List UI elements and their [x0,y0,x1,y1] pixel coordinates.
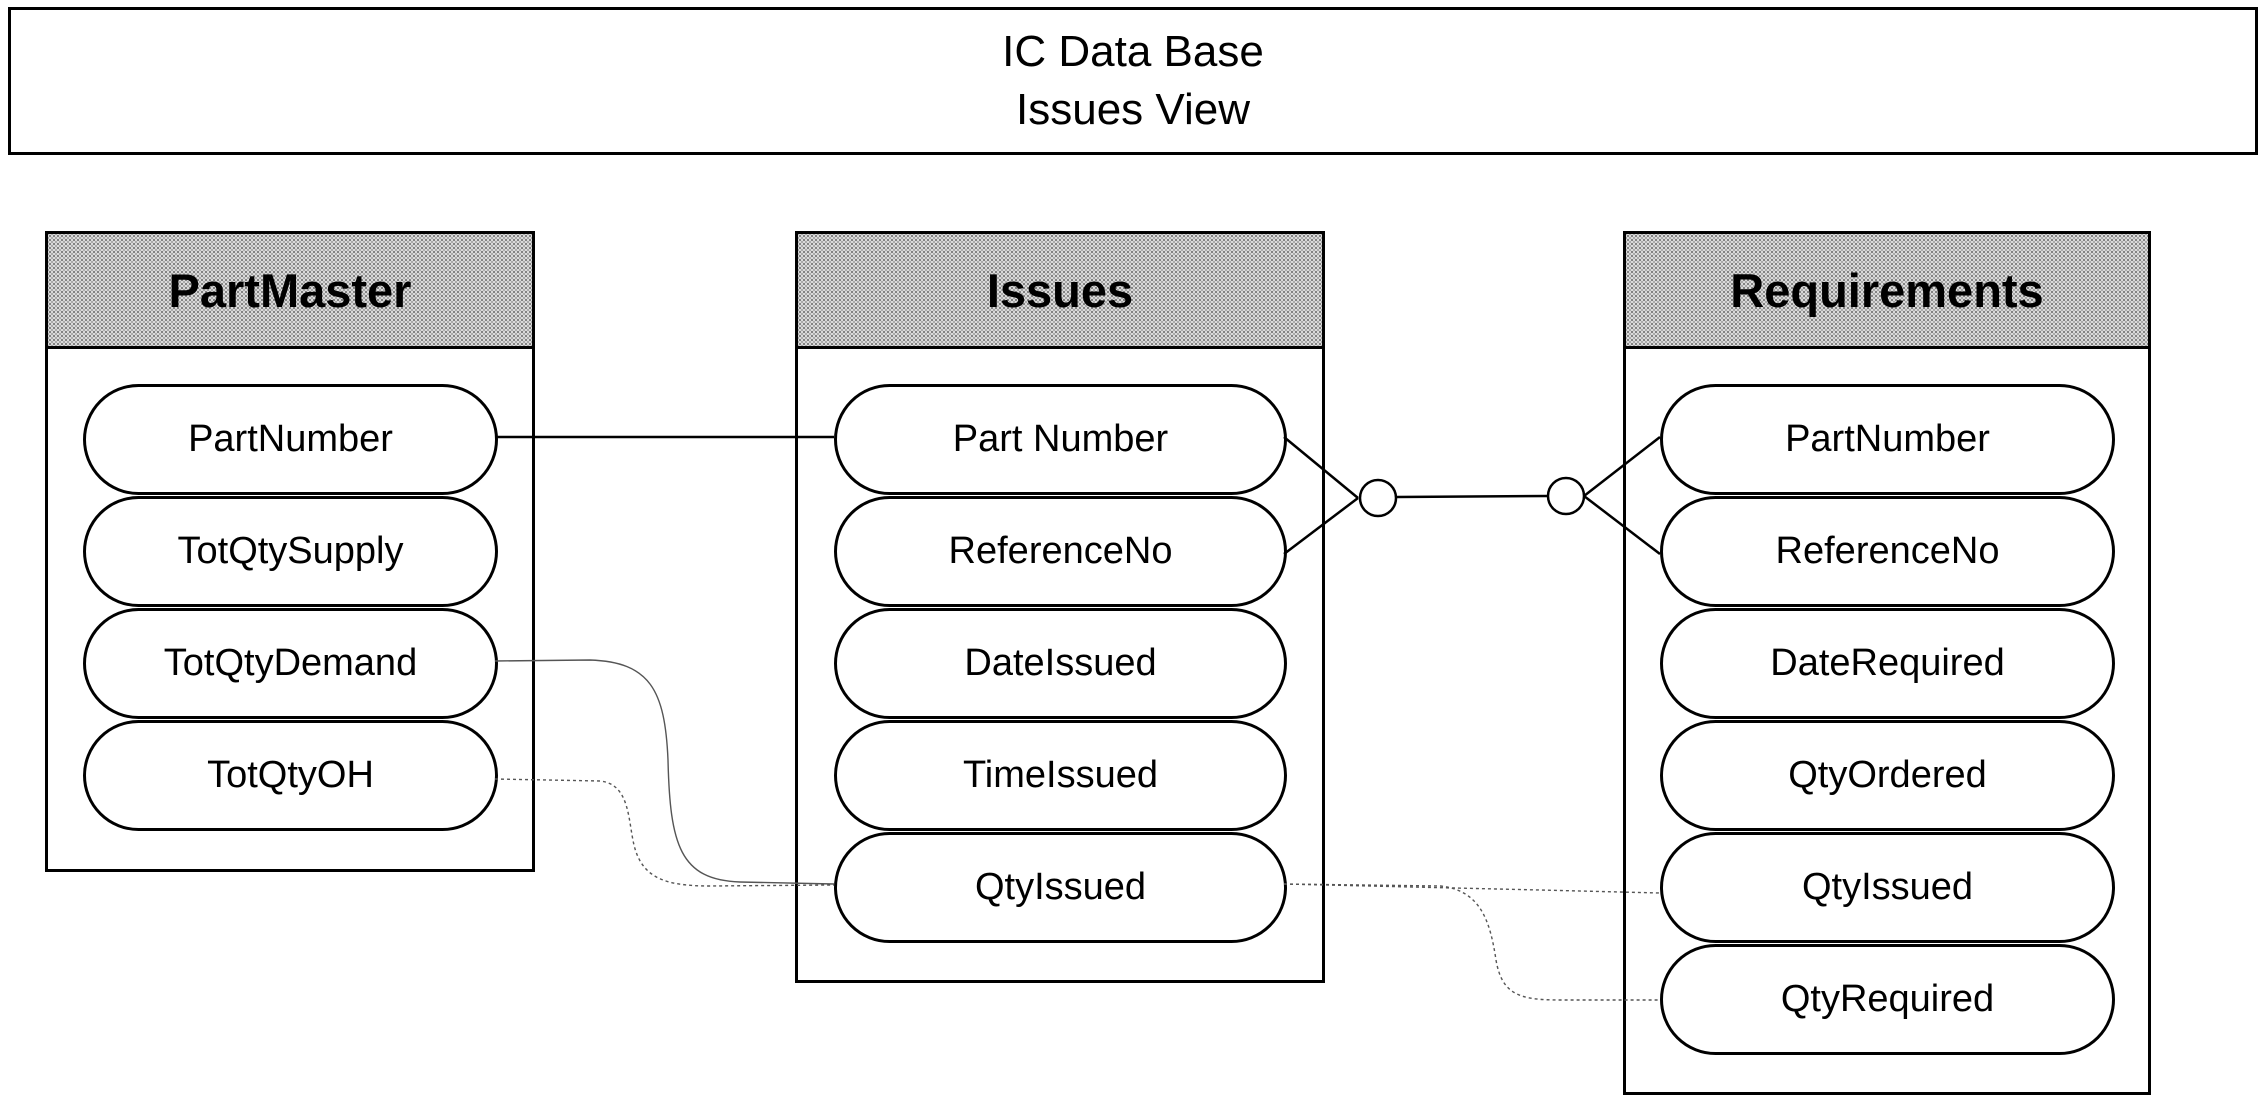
attribute-referenceno: ReferenceNo [834,496,1287,607]
relationship-line-issues-requirements [1395,494,1549,499]
diagram-title-box: IC Data Base Issues View [8,7,2258,155]
diagram-title: IC Data Base [1002,27,1264,76]
attribute-totqtysupply: TotQtySupply [83,496,498,607]
derivation-line-qtyrequired [1283,883,1660,1001]
entity-header: Requirements [1626,234,2148,349]
attribute-part-number: Part Number [834,384,1287,495]
derivation-line-totqtyoh [494,778,835,887]
entity-requirements: Requirements PartNumber ReferenceNo Date… [1623,231,2151,1095]
attribute-totqtyoh: TotQtyOH [83,720,498,831]
attribute-timeissued: TimeIssued [834,720,1287,831]
attribute-partnumber: PartNumber [83,384,498,495]
entity-partmaster: PartMaster PartNumber TotQtySupply TotQt… [45,231,535,872]
attribute-partnumber: PartNumber [1660,384,2115,495]
derivation-line-qtyissued [1283,883,1661,894]
attribute-referenceno: ReferenceNo [1660,496,2115,607]
optional-circle-requirements [1546,476,1586,516]
attribute-qtyissued: QtyIssued [1660,832,2115,943]
attribute-qtyrequired: QtyRequired [1660,944,2115,1055]
attribute-totqtydemand: TotQtyDemand [83,608,498,719]
entity-header: PartMaster [48,234,532,349]
attribute-daterequired: DateRequired [1660,608,2115,719]
attribute-qtyordered: QtyOrdered [1660,720,2115,831]
optional-circle-issues [1358,478,1398,518]
attribute-qtyissued: QtyIssued [834,832,1287,943]
derivation-line-totqtydemand [494,659,835,885]
entity-issues: Issues Part Number ReferenceNo DateIssue… [795,231,1325,983]
attribute-dateissued: DateIssued [834,608,1287,719]
diagram-subtitle: Issues View [1016,85,1250,134]
entity-header: Issues [798,234,1322,349]
